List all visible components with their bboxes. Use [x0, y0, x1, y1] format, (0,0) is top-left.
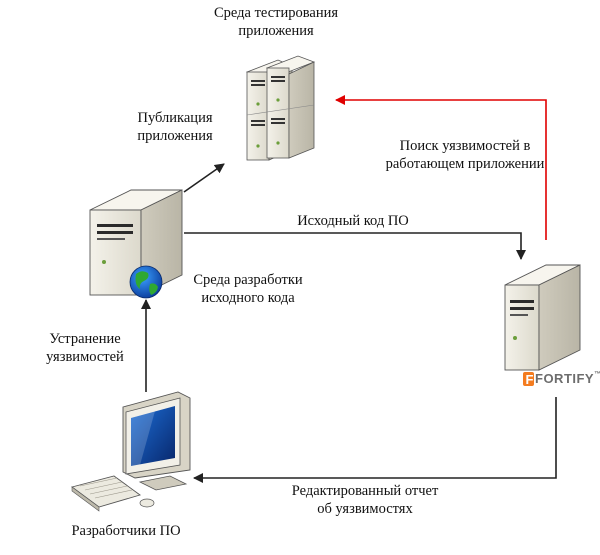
fortify-server-icon — [504, 264, 581, 371]
fortify-logo-text: FORTIFY™ — [535, 371, 600, 386]
fortify-logo: F — [523, 372, 534, 387]
test-env-label: Среда тестирования приложения — [196, 4, 356, 40]
globe-icon — [129, 265, 163, 299]
source-code-label-text: Исходный код ПО — [297, 213, 409, 229]
test-server-rack-icon — [245, 55, 316, 161]
fortify-logo-letter: F — [526, 372, 534, 387]
developers-label: Разработчики ПО — [56, 522, 196, 540]
test-env-label-line2: приложения — [238, 23, 314, 39]
arrow-source-code — [184, 232, 526, 260]
arrow-report — [193, 397, 557, 483]
developers-label-text: Разработчики ПО — [71, 523, 181, 539]
vuln-search-label-line1: Поиск уязвимостей в — [399, 138, 531, 154]
dev-env-label: Среда разработки исходного кода — [178, 271, 318, 307]
test-env-label-line1: Среда тестирования — [213, 5, 339, 21]
dev-env-label-line2: исходного кода — [201, 290, 295, 306]
publish-label-line2: приложения — [137, 128, 213, 144]
vuln-search-label-line2: работающем приложении — [385, 156, 545, 172]
source-code-label: Исходный код ПО — [283, 212, 423, 230]
arrow-publish — [183, 163, 225, 193]
arrow-vuln-search — [335, 95, 547, 240]
report-label-line1: Редактированный отчет — [291, 483, 439, 499]
vuln-search-label: Поиск уязвимостей в работающем приложени… — [380, 137, 550, 173]
fix-label-line1: Устранение — [49, 331, 121, 347]
report-label-line2: об уязвимостях — [317, 501, 413, 517]
publish-label: Публикация приложения — [130, 109, 220, 145]
report-label: Редактированный отчет об уязвимостях — [275, 482, 455, 518]
fortify-logo-tm: ™ — [594, 371, 600, 378]
fix-label-line2: уязвимостей — [46, 349, 124, 365]
dev-env-label-line1: Среда разработки — [193, 272, 303, 288]
developer-workstation-icon — [70, 391, 191, 512]
fix-label: Устранение уязвимостей — [30, 330, 140, 366]
fortify-logo-word: FORTIFY — [535, 371, 595, 386]
publish-label-line1: Публикация — [137, 110, 213, 126]
